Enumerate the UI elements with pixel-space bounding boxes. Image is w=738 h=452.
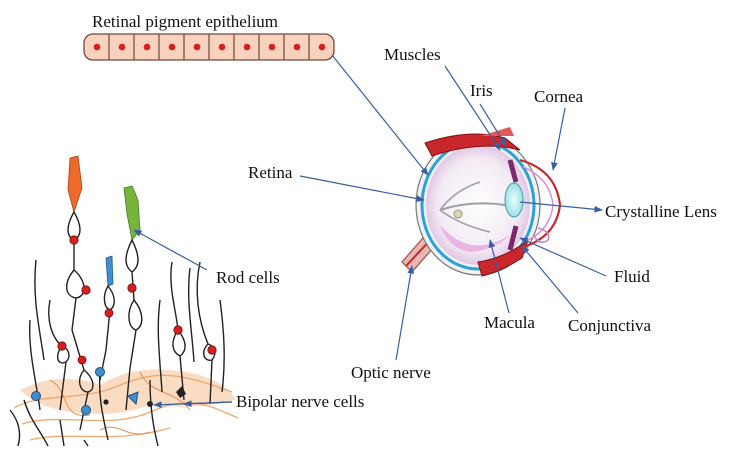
leader-epithelium	[332, 55, 428, 175]
crystalline-lens-shape	[505, 183, 523, 217]
label-iris: Iris	[470, 82, 493, 99]
eye-cross-section	[402, 127, 560, 276]
label-rod-cells: Rod cells	[216, 269, 280, 286]
label-bipolar-nerve-cells: Bipolar nerve cells	[236, 393, 364, 410]
label-retina: Retina	[248, 164, 292, 181]
label-macula: Macula	[484, 314, 535, 331]
label-conjunctiva: Conjunctiva	[568, 317, 651, 334]
leader-conjunctiva	[522, 246, 578, 313]
label-optic-nerve: Optic nerve	[351, 364, 431, 381]
label-cornea: Cornea	[534, 88, 583, 105]
leader-cornea	[553, 108, 565, 170]
label-muscles: Muscles	[384, 46, 441, 63]
blue-cone-cell	[106, 256, 113, 286]
leader-fluid	[520, 238, 606, 276]
leader-rod-cells	[134, 230, 207, 270]
retinal-pigment-epithelium-strip	[84, 34, 334, 60]
label-fluid: Fluid	[614, 268, 650, 285]
leader-optic-nerve	[396, 266, 412, 360]
leader-retina	[300, 176, 424, 200]
macula-spot	[454, 210, 462, 218]
label-crystalline-lens: Crystalline Lens	[605, 203, 717, 220]
cone-cell	[68, 156, 82, 212]
label-retinal-pigment-epithelium: Retinal pigment epithelium	[92, 13, 278, 30]
